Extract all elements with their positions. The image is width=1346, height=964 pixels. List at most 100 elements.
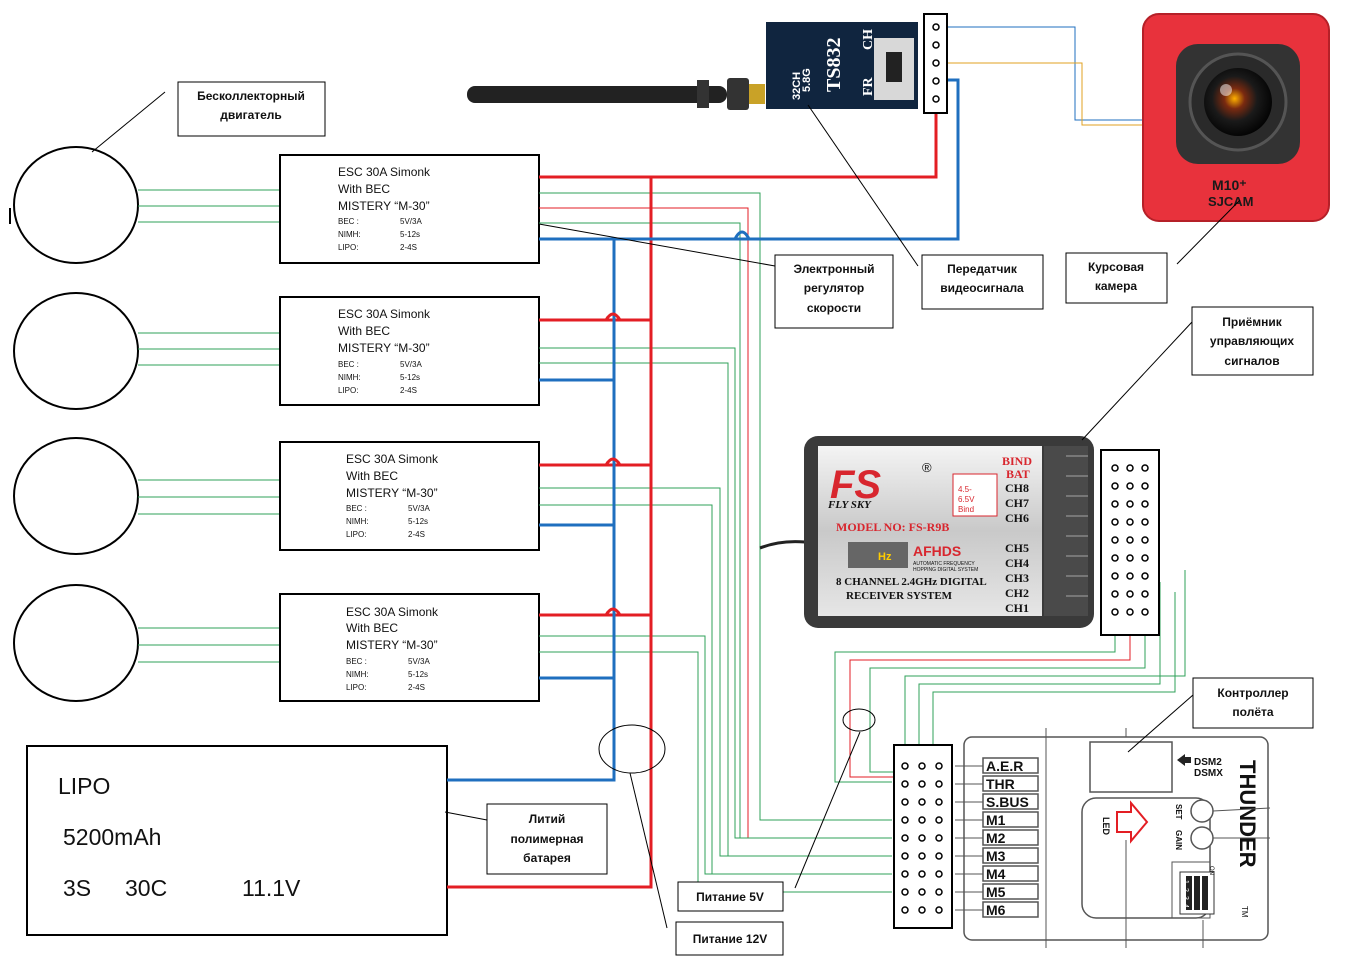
fc-port-label: M2 <box>986 830 1006 846</box>
fc-set-label: SET <box>1174 804 1183 820</box>
receiver-desc-1: 8 CHANNEL 2.4GHz DIGITAL <box>836 576 987 588</box>
receiver-pin-header <box>1100 449 1160 636</box>
flight-controller: A.E.R THR S.BUS M1 M2 M3 M4 M5 M6 DSM2 D… <box>955 728 1271 948</box>
fc-port-label: M3 <box>986 848 1006 864</box>
esc-model: MISTERY “M-30” <box>346 486 438 500</box>
power-wires <box>447 78 960 889</box>
callout-text: управляющих <box>1210 334 1295 348</box>
fc-dsmx: DSMX <box>1194 768 1223 779</box>
esc-title: ESC 30A Simonk <box>346 452 439 466</box>
vtx-band: 5.8G <box>801 68 813 92</box>
callout-text: Передатчик <box>947 262 1018 276</box>
fc-tm: TM <box>1240 906 1249 918</box>
callout-text: полёта <box>1232 705 1273 719</box>
fc-port-label: M6 <box>986 902 1006 918</box>
callout-text: Питание 5V <box>696 890 764 904</box>
power-12v-marker <box>598 724 666 774</box>
callout-text: Литий <box>529 812 565 826</box>
vtx-model: TS832 <box>823 38 845 92</box>
fc-dsm2: DSM2 <box>1194 757 1222 768</box>
battery-voltage: 11.1V <box>242 875 301 901</box>
receiver-channel: CH5 <box>1005 541 1029 555</box>
esc-spec-label: BEC : <box>338 360 359 369</box>
fc-dip-number: 2 <box>1182 888 1189 892</box>
fc-port-label: M4 <box>986 866 1006 882</box>
esc-spec-value: 5-12s <box>400 230 420 239</box>
vtx-ch-label: CH <box>861 29 876 50</box>
receiver-reg-mark: ® <box>922 460 932 475</box>
esc-spec-label: BEC : <box>346 504 367 513</box>
fc-led-label: LED <box>1101 817 1111 836</box>
fc-port-label: M5 <box>986 884 1006 900</box>
esc-title: ESC 30A Simonk <box>346 605 439 619</box>
callout-text: сигналов <box>1224 354 1279 368</box>
esc-4: ESC 30A Simonk With BEC MISTERY “M-30” B… <box>279 593 540 702</box>
motor-3 <box>13 437 139 555</box>
camera-model: M10⁺ <box>1212 177 1247 193</box>
esc-spec-label: BEC : <box>346 657 367 666</box>
receiver-ghz: Hz <box>878 551 892 563</box>
callout-text: скорости <box>807 301 861 315</box>
vtx-channels: 32CH <box>791 72 803 100</box>
receiver-channel: CH8 <box>1005 481 1029 495</box>
receiver-channel: CH6 <box>1005 511 1029 525</box>
receiver-voltage: 6.5V <box>958 495 975 504</box>
fc-set-button[interactable] <box>1190 799 1214 823</box>
fc-dip-switch[interactable] <box>1179 871 1215 915</box>
callout-text: Электронный <box>793 262 874 276</box>
esc-spec-value: 5V/3A <box>400 217 422 226</box>
receiver-model: MODEL NO: FS-R9B <box>836 520 949 534</box>
esc-spec-value: 5V/3A <box>408 657 430 666</box>
esc-subtitle: With BEC <box>338 324 390 338</box>
callout-receiver: Приёмник управляющих сигналов <box>1191 306 1314 376</box>
esc-spec-value: 2-4S <box>400 243 417 252</box>
callout-text: батарея <box>523 851 571 865</box>
esc-spec-label: BEC : <box>338 217 359 226</box>
fc-dip-number: 4 <box>1182 904 1189 908</box>
callout-leaders <box>91 91 1241 929</box>
esc-2: ESC 30A Simonk With BEC MISTERY “M-30” B… <box>279 296 540 406</box>
esc-spec-value: 2-4S <box>400 386 417 395</box>
callout-power-12v: Питание 12V <box>675 921 784 956</box>
esc-spec-value: 5V/3A <box>400 360 422 369</box>
esc-subtitle: With BEC <box>338 182 390 196</box>
callout-text: камера <box>1095 279 1138 293</box>
callout-esc: Электронный регулятор скорости <box>774 254 894 329</box>
motor-4 <box>13 584 139 702</box>
fc-port-label: S.BUS <box>986 794 1029 810</box>
receiver-bind: BIND <box>1002 454 1032 468</box>
esc-spec-value: 5-12s <box>408 517 428 526</box>
esc-spec-label: NIMH: <box>346 517 369 526</box>
flight-controller-pin-header <box>893 744 953 929</box>
esc-spec-value: 2-4S <box>408 683 425 692</box>
esc-model: MISTERY “M-30” <box>338 199 430 213</box>
esc-subtitle: With BEC <box>346 469 398 483</box>
esc-model: MISTERY “M-30” <box>346 638 438 652</box>
esc-title: ESC 30A Simonk <box>338 165 431 179</box>
callout-text: полимерная <box>510 832 583 846</box>
receiver-logo: FS <box>830 463 881 507</box>
callout-battery: Литий полимерная батарея <box>486 803 608 875</box>
video-transmitter: 5.8G 32CH TS832 CH FR <box>467 13 948 114</box>
receiver: FS ® FLY SKY 4.5- 6.5V Bind BIND BAT MOD… <box>759 436 1094 628</box>
lipo-battery: LIPO 5200mAh 3S 30C 11.1V <box>26 745 448 936</box>
callout-power-5v: Питание 5V <box>677 881 784 912</box>
receiver-afhds-sub: HOPPING DIGITAL SYSTEM <box>913 567 978 573</box>
esc-spec-label: NIMH: <box>338 373 361 382</box>
camera-brand: SJCAM <box>1208 194 1254 209</box>
callout-text: регулятор <box>804 281 865 295</box>
receiver-voltage: 4.5- <box>958 485 972 494</box>
esc-spec-label: LIPO: <box>338 386 358 395</box>
esc-subtitle: With BEC <box>346 621 398 635</box>
receiver-afhds-sub: AUTOMATIC FREQUENCY <box>913 561 975 567</box>
esc-spec-label: LIPO: <box>346 683 366 692</box>
camera-wires <box>947 26 1148 126</box>
receiver-channel: CH3 <box>1005 571 1029 585</box>
receiver-channel: CH7 <box>1005 496 1029 510</box>
fc-gain-knob[interactable] <box>1190 826 1214 850</box>
receiver-bat: BAT <box>1006 467 1030 481</box>
fc-brand: THUNDER <box>1235 760 1260 868</box>
callout-text: Бесколлекторный <box>197 89 305 103</box>
motor-2 <box>13 292 139 410</box>
